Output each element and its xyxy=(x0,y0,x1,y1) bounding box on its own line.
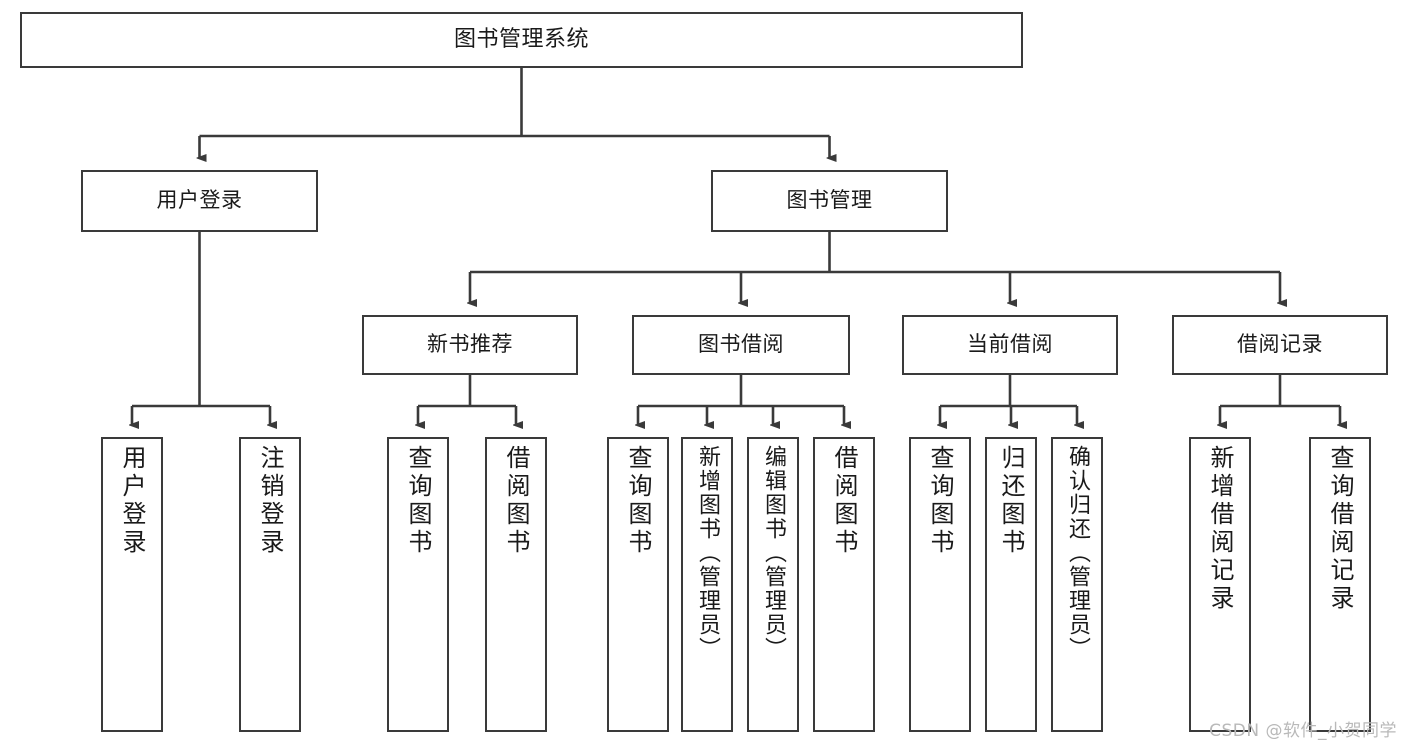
node-label: 编辑图书（管理员） xyxy=(761,445,786,661)
node-label: 注销登录 xyxy=(256,445,284,557)
node-leaf-7[interactable]: 借阅图书 xyxy=(813,437,875,732)
node-level2-2[interactable]: 当前借阅 xyxy=(902,315,1118,375)
node-leaf-9[interactable]: 归还图书 xyxy=(985,437,1037,732)
node-leaf-1[interactable]: 注销登录 xyxy=(239,437,301,732)
node-leaf-3[interactable]: 借阅图书 xyxy=(485,437,547,732)
node-level2-1[interactable]: 图书借阅 xyxy=(632,315,850,375)
node-leaf-0[interactable]: 用户登录 xyxy=(101,437,163,732)
node-label: 借阅图书 xyxy=(830,445,858,557)
node-label: 新增借阅记录 xyxy=(1206,445,1234,613)
node-leaf-4[interactable]: 查询图书 xyxy=(607,437,669,732)
node-leaf-10[interactable]: 确认归还（管理员） xyxy=(1051,437,1103,732)
node-label: 图书借阅 xyxy=(698,332,784,357)
node-level2-3[interactable]: 借阅记录 xyxy=(1172,315,1388,375)
node-leaf-12[interactable]: 查询借阅记录 xyxy=(1309,437,1371,732)
node-label: 查询图书 xyxy=(624,445,652,557)
node-label: 新增图书（管理员） xyxy=(695,445,720,661)
watermark-label: CSDN @软件_小贺同学 xyxy=(1209,721,1397,741)
node-label: 借阅记录 xyxy=(1237,332,1323,357)
node-label: 查询图书 xyxy=(404,445,432,557)
node-label: 新书推荐 xyxy=(427,332,513,357)
node-label: 借阅图书 xyxy=(502,445,530,557)
node-root[interactable]: 图书管理系统 xyxy=(20,12,1023,68)
node-label: 图书管理系统 xyxy=(453,26,589,52)
node-label: 用户登录 xyxy=(156,188,243,213)
node-leaf-5[interactable]: 新增图书（管理员） xyxy=(681,437,733,732)
node-leaf-2[interactable]: 查询图书 xyxy=(387,437,449,732)
node-label: 归还图书 xyxy=(997,445,1025,557)
node-leaf-6[interactable]: 编辑图书（管理员） xyxy=(747,437,799,732)
node-leaf-11[interactable]: 新增借阅记录 xyxy=(1189,437,1251,732)
node-label: 确认归还（管理员） xyxy=(1065,445,1090,661)
node-label: 图书管理 xyxy=(786,188,873,213)
node-level1-0[interactable]: 用户登录 xyxy=(81,170,318,232)
node-level1-1[interactable]: 图书管理 xyxy=(711,170,948,232)
node-label: 查询图书 xyxy=(926,445,954,557)
node-label: 用户登录 xyxy=(118,445,146,557)
node-label: 当前借阅 xyxy=(967,332,1053,357)
node-label: 查询借阅记录 xyxy=(1326,445,1354,613)
node-leaf-8[interactable]: 查询图书 xyxy=(909,437,971,732)
node-level2-0[interactable]: 新书推荐 xyxy=(362,315,578,375)
